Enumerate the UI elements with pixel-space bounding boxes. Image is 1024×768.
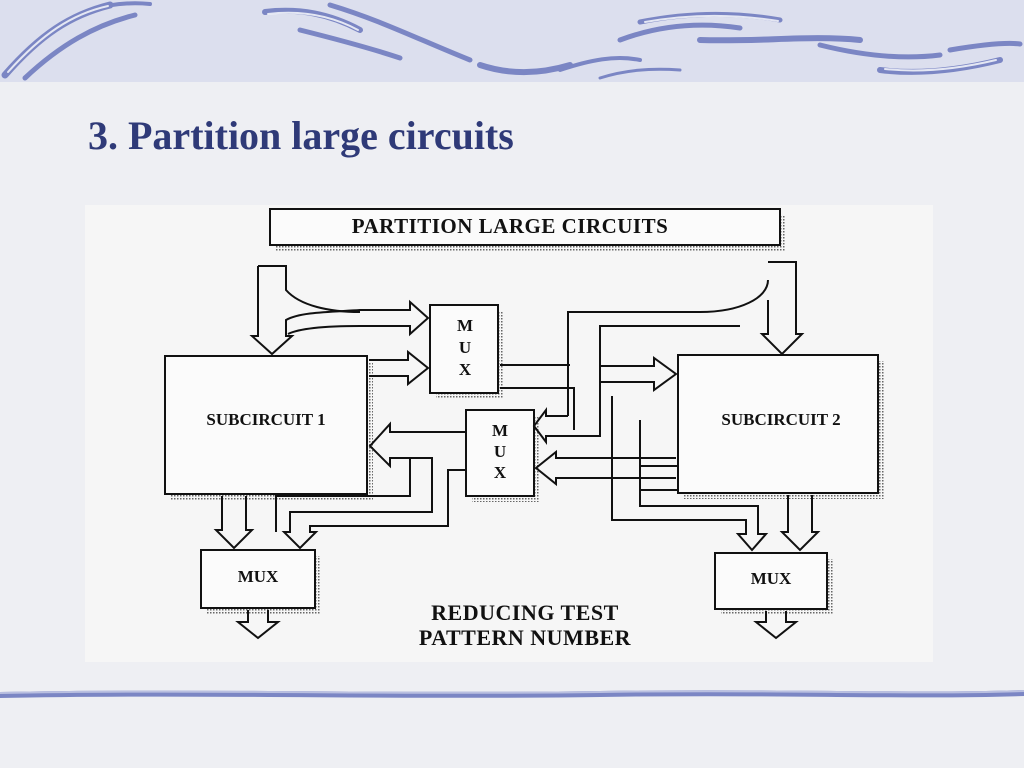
mux-middle-letter: U — [494, 442, 506, 461]
mux-bottom-right-label: MUX — [751, 569, 792, 588]
caption-line-1: REDUCING TEST — [431, 600, 619, 625]
mux-bottom-left-label: MUX — [238, 567, 279, 586]
subcircuit-2-label: SUBCIRCUIT 2 — [721, 410, 840, 429]
mux-top-block: M U X — [429, 304, 504, 399]
mux-top-letter: M — [457, 316, 473, 335]
subcircuit-1-label: SUBCIRCUIT 1 — [206, 410, 325, 429]
banner-box: PARTITION LARGE CIRCUITS — [269, 208, 786, 251]
slide-title: 3. Partition large circuits — [88, 113, 514, 158]
subcircuit-2-block: SUBCIRCUIT 2 — [677, 354, 884, 499]
subcircuit-1-block: SUBCIRCUIT 1 — [164, 355, 373, 500]
mux-top-letter: U — [459, 338, 471, 357]
mux-top-letter: X — [459, 360, 472, 379]
bottom-divider-decoration — [0, 690, 1024, 698]
bus-connectors — [213, 261, 821, 640]
mux-middle-block: M U X — [465, 409, 540, 502]
mux-bottom-left-block: MUX — [200, 549, 321, 614]
banner-label: PARTITION LARGE CIRCUITS — [352, 214, 669, 238]
mux-middle-letter: X — [494, 463, 507, 482]
brush-stroke-decoration — [1, 1, 1023, 81]
caption-line-2: PATTERN NUMBER — [419, 625, 632, 650]
mux-bottom-right-block: MUX — [714, 552, 833, 615]
header-decoration — [0, 0, 1024, 82]
mux-middle-letter: M — [492, 421, 508, 440]
